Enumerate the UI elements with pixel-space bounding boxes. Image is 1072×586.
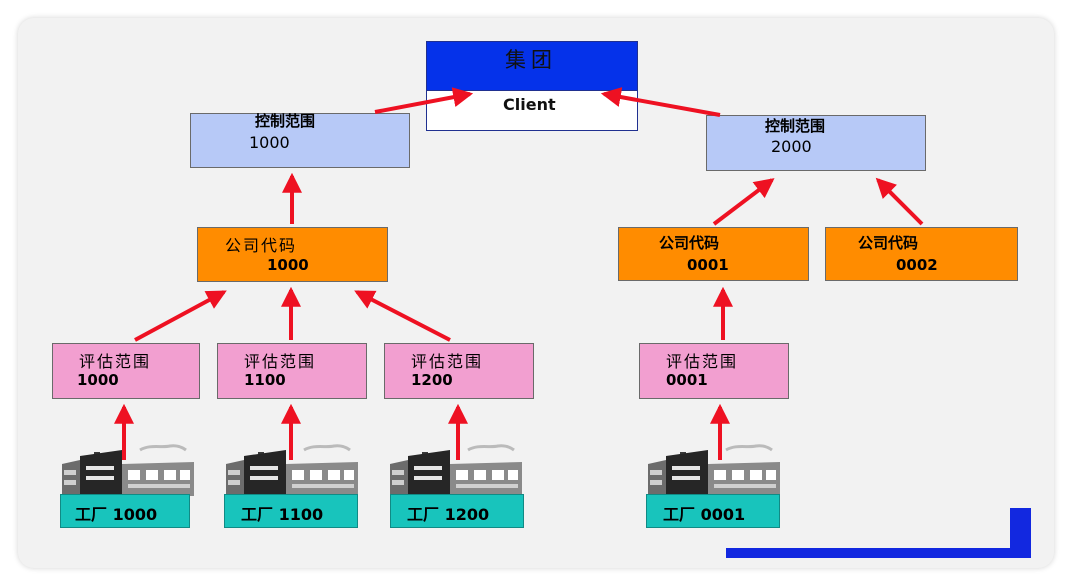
valuation-area-title: 评估范围	[666, 352, 739, 371]
controlling-area-title: 控制范围	[255, 112, 316, 130]
client-label: Client	[503, 95, 556, 114]
company-code-number: 0001	[687, 256, 729, 274]
valuation-area-1000: 评估范围 1000	[52, 343, 200, 399]
valuation-area-code: 0001	[666, 371, 708, 389]
company-code-1000: 公司代码 1000	[197, 227, 388, 282]
arrow-va1200-to-cc1000	[354, 290, 451, 342]
valuation-area-title: 评估范围	[79, 352, 152, 371]
company-code-0001: 公司代码 0001	[618, 227, 809, 281]
plant-label: 工厂 1000	[75, 505, 158, 524]
arrow-cc0002-to-ctrl2000	[875, 177, 924, 226]
valuation-area-title: 评估范围	[244, 352, 317, 371]
plant-label: 工厂 1200	[407, 505, 490, 524]
company-code-number: 1000	[267, 256, 309, 274]
controlling-area-title: 控制范围	[765, 117, 826, 135]
client-title: 集团	[505, 48, 557, 72]
controlling-area-code: 2000	[771, 137, 812, 156]
valuation-area-code: 1200	[411, 371, 453, 389]
plant-1200: 工厂 1200	[390, 494, 524, 528]
arrow-va1000-to-cc1000	[134, 290, 227, 342]
factory-building-icon	[226, 444, 358, 496]
company-code-title: 公司代码	[659, 234, 720, 252]
arrow-ctrl1000-to-client	[374, 87, 474, 114]
corner-accent-vertical	[1010, 508, 1031, 558]
valuation-area-code: 1100	[244, 371, 286, 389]
arrow-ctrl2000-to-client	[600, 87, 721, 117]
valuation-area-1200: 评估范围 1200	[384, 343, 534, 399]
valuation-area-0001: 评估范围 0001	[639, 343, 789, 399]
factory-building-icon	[390, 444, 522, 496]
plant-1000: 工厂 1000	[60, 494, 190, 528]
factory-building-icon	[648, 444, 780, 496]
plant-label: 工厂 1100	[241, 505, 324, 524]
arrow-cc0001-to-ctrl2000	[712, 178, 775, 226]
company-code-0002: 公司代码 0002	[825, 227, 1018, 281]
controlling-area-1000: 控制范围 1000	[190, 112, 410, 168]
plant-0001: 工厂 0001	[646, 494, 780, 528]
controlling-area-code: 1000	[249, 133, 290, 152]
plant-1100: 工厂 1100	[224, 494, 358, 528]
client-box-header: 集团	[426, 41, 638, 91]
company-code-title: 公司代码	[225, 236, 298, 255]
plant-label: 工厂 0001	[663, 505, 746, 524]
valuation-area-code: 1000	[77, 371, 119, 389]
factory-building-icon	[62, 444, 194, 496]
company-code-title: 公司代码	[858, 234, 919, 252]
valuation-area-1100: 评估范围 1100	[217, 343, 367, 399]
controlling-area-2000: 控制范围 2000	[706, 115, 926, 171]
company-code-number: 0002	[896, 256, 938, 274]
valuation-area-title: 评估范围	[411, 352, 484, 371]
corner-accent-horizontal	[726, 548, 1031, 558]
